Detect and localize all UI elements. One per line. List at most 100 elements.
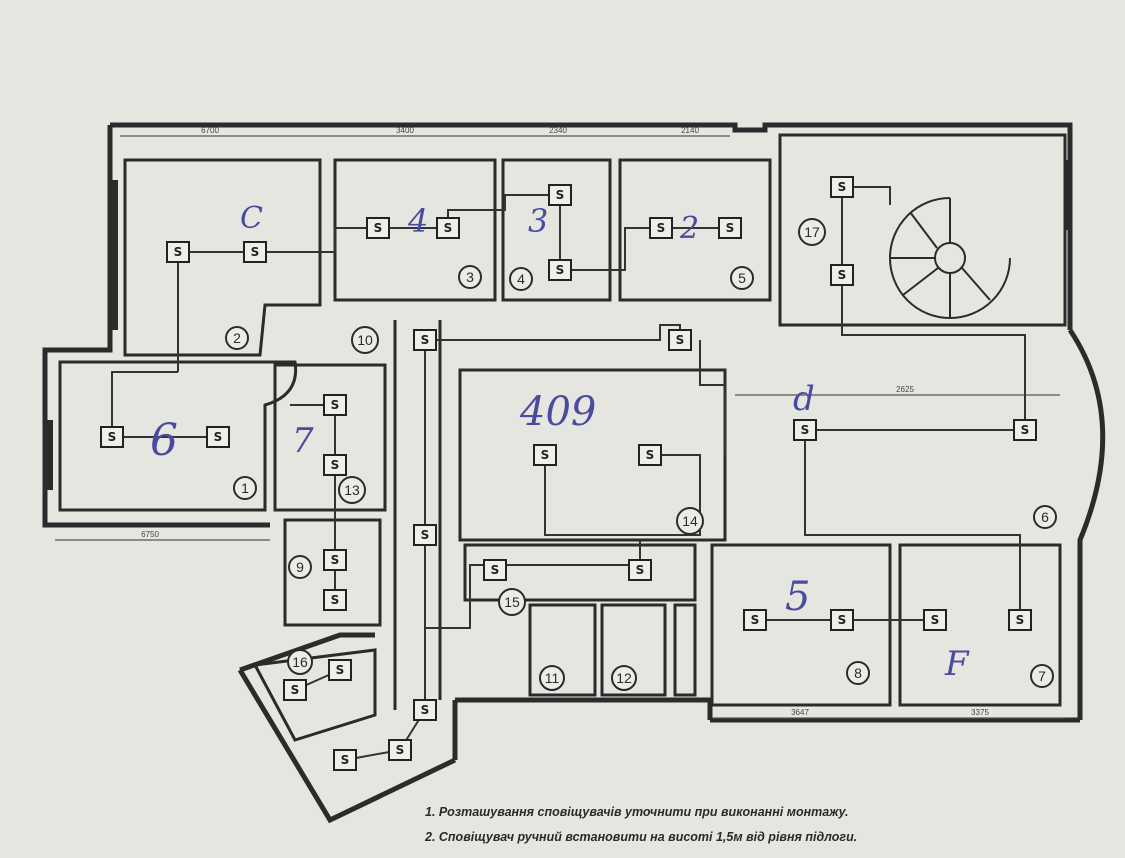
dim-top-1: 6700: [201, 126, 219, 135]
detector: S: [830, 609, 854, 631]
dim-room1: 6750: [141, 530, 159, 539]
svg-text:S: S: [726, 221, 735, 235]
detector: S: [323, 454, 347, 476]
room-label-4: 4: [509, 267, 533, 291]
detector: S: [413, 699, 437, 721]
svg-text:S: S: [838, 268, 847, 282]
detector: S: [638, 444, 662, 466]
svg-text:14: 14: [682, 513, 698, 529]
detector: S: [243, 241, 267, 263]
svg-text:S: S: [331, 458, 340, 472]
detector: S: [166, 241, 190, 263]
svg-text:12: 12: [616, 670, 632, 686]
room-label-5: 5: [730, 266, 754, 290]
detector: S: [323, 549, 347, 571]
detector: S: [366, 217, 390, 239]
svg-text:16: 16: [292, 654, 308, 670]
detector: S: [328, 659, 352, 681]
svg-text:S: S: [646, 448, 655, 462]
svg-text:S: S: [491, 563, 500, 577]
detectors: S S S S S S S S S S S S S S S S S S S S …: [100, 176, 1037, 771]
room-labels: 1 2 3 4 5 6 7 8 9 10 11 12 13 14 15 16 1…: [225, 218, 1057, 691]
room-label-7: 7: [1030, 664, 1054, 688]
room-label-17: 17: [798, 218, 826, 246]
svg-text:2: 2: [233, 330, 241, 346]
room-label-10: 10: [351, 326, 379, 354]
detector: S: [283, 679, 307, 701]
svg-text:S: S: [421, 333, 430, 347]
dim-bottom-7: 3375: [971, 708, 989, 717]
svg-text:S: S: [801, 423, 810, 437]
hand-room1: 6: [150, 415, 178, 466]
outer-walls: [42, 122, 1106, 824]
detector: S: [548, 259, 572, 281]
window-west: [47, 420, 53, 490]
dim-bottom-8: 3647: [791, 708, 809, 717]
svg-text:S: S: [331, 398, 340, 412]
detector: S: [743, 609, 767, 631]
svg-text:15: 15: [504, 594, 520, 610]
svg-text:S: S: [108, 430, 117, 444]
detector: S: [206, 426, 230, 448]
dim-top-4: 2140: [681, 126, 699, 135]
room-label-3: 3: [458, 265, 482, 289]
svg-text:S: S: [657, 221, 666, 235]
detector: S: [1008, 609, 1032, 631]
svg-text:17: 17: [804, 224, 820, 240]
hand-room6: d: [793, 379, 815, 419]
svg-text:S: S: [291, 683, 300, 697]
svg-text:S: S: [556, 263, 565, 277]
detector: S: [628, 559, 652, 581]
hand-room4: 3: [528, 202, 548, 240]
detector: S: [323, 589, 347, 611]
detector: S: [793, 419, 817, 441]
svg-text:10: 10: [357, 332, 373, 348]
svg-text:11: 11: [545, 670, 560, 686]
detector: S: [436, 217, 460, 239]
svg-text:S: S: [174, 245, 183, 259]
dim-top-3: 2340: [549, 126, 567, 135]
detector: S: [413, 524, 437, 546]
detector: S: [830, 176, 854, 198]
svg-text:S: S: [838, 180, 847, 194]
detector: S: [649, 217, 673, 239]
room-label-12: 12: [611, 665, 637, 691]
svg-text:S: S: [331, 553, 340, 567]
interior-walls: [58, 133, 1067, 742]
room-label-8: 8: [846, 661, 870, 685]
svg-text:S: S: [421, 703, 430, 717]
hand-room3: 4: [407, 202, 428, 240]
spiral-staircase: [889, 197, 1011, 319]
hand-room8: 5: [785, 574, 810, 620]
svg-text:4: 4: [517, 271, 525, 287]
detector: S: [548, 184, 572, 206]
note-2: 2. Сповіщувач ручний встановити на висот…: [425, 830, 858, 844]
room-label-2: 2: [225, 326, 249, 350]
svg-text:S: S: [331, 593, 340, 607]
detector: S: [483, 559, 507, 581]
room-label-9: 9: [288, 555, 312, 579]
room-label-16: 16: [287, 649, 313, 675]
hand-room14: 409: [519, 389, 596, 435]
svg-text:S: S: [444, 221, 453, 235]
dim-top-2: 3400: [396, 126, 414, 135]
window-room17: [1065, 160, 1071, 230]
svg-text:S: S: [421, 528, 430, 542]
svg-text:6: 6: [1041, 509, 1049, 525]
window-room2: [112, 180, 118, 330]
hand-room7: F: [944, 644, 970, 684]
svg-text:S: S: [676, 333, 685, 347]
room-label-13: 13: [338, 476, 366, 504]
svg-text:S: S: [214, 430, 223, 444]
installation-notes: 1. Розташування сповіщувачів уточнити пр…: [425, 800, 1105, 850]
svg-text:S: S: [931, 613, 940, 627]
dim-corridor: 2625: [896, 385, 914, 394]
svg-text:S: S: [341, 753, 350, 767]
svg-text:S: S: [1021, 423, 1030, 437]
hand-room13: 7: [292, 421, 314, 461]
dimension-lines: 6700 3400 2340 2140 6750 2625 3647 3375: [55, 126, 1065, 719]
svg-text:S: S: [336, 663, 345, 677]
svg-text:S: S: [838, 613, 847, 627]
room-label-15: 15: [498, 588, 526, 616]
